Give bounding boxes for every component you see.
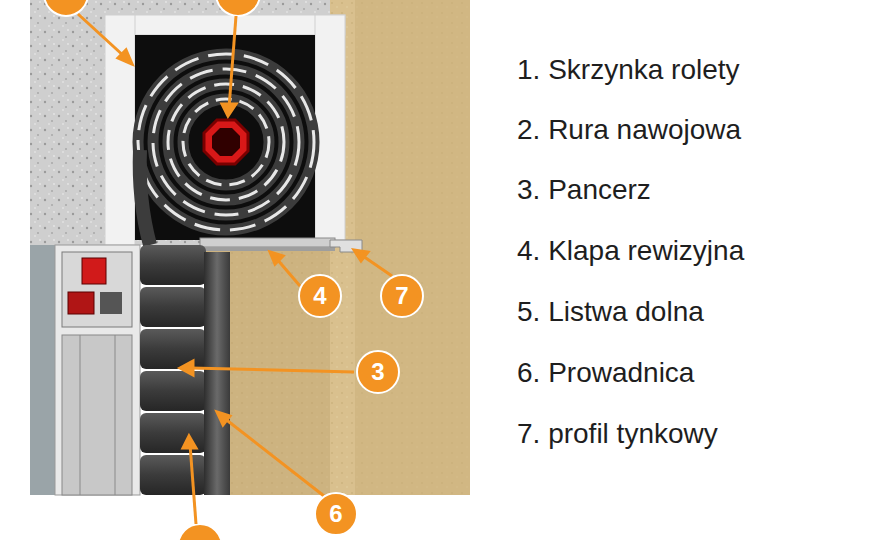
part-name: 3. Pancerz: [517, 174, 651, 206]
part-name: 5. Listwa dolna: [517, 296, 704, 328]
part-name: 1. Skrzynka rolety: [517, 54, 740, 86]
rolled-curtain: [138, 54, 314, 245]
revision-flap: [200, 238, 335, 247]
insulation: [315, 15, 345, 240]
part-name: 4. Klapa rewizyjna: [517, 235, 744, 267]
winding-tube: [204, 120, 248, 164]
curtain-slats: [140, 245, 206, 495]
part-name: 2. Rura nawojowa: [517, 114, 741, 146]
callout-number: 7: [380, 274, 424, 318]
callout-number: 6: [314, 492, 358, 536]
insulation: [105, 15, 135, 245]
insulation: [105, 15, 345, 35]
callout-circle: [44, 0, 88, 16]
callout-number: 4: [298, 274, 342, 318]
part-name: 7. profil tynkowy: [517, 418, 718, 450]
callout-circle: [178, 524, 222, 540]
callout-number: 3: [356, 350, 400, 394]
part-name: 6. Prowadnica: [517, 357, 694, 389]
shutter-box: [135, 35, 315, 240]
concrete-lintel: [30, 0, 330, 245]
leader-lines: [78, 14, 392, 524]
guide-rail: [204, 252, 230, 495]
callout-circle: [216, 0, 260, 16]
wall-side-shade: [355, 0, 470, 495]
wall-plaster: [330, 0, 470, 495]
window-frame: [30, 245, 140, 495]
